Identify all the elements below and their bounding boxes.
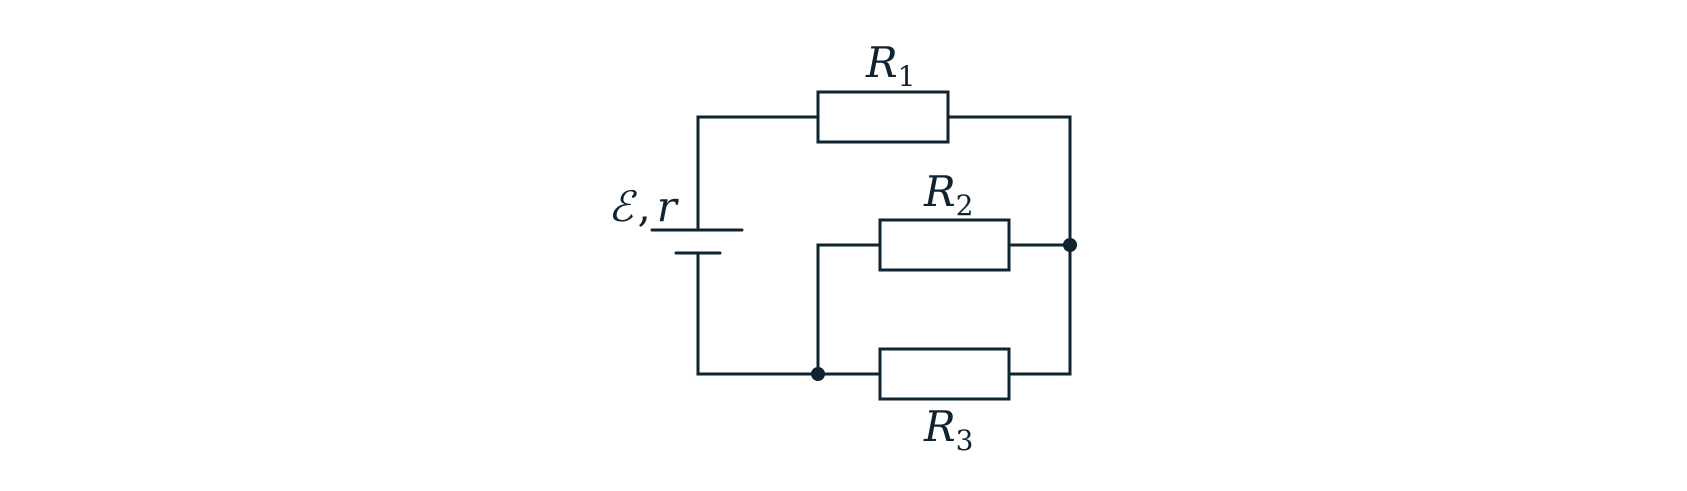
label-r2-subscript: 2 xyxy=(956,189,974,222)
label-r3-subscript: 3 xyxy=(956,424,974,457)
label-r1: R1 xyxy=(865,38,915,93)
wire-inner-left xyxy=(816,243,882,376)
label-r2-letter: R xyxy=(923,167,956,216)
label-r1-letter: R xyxy=(865,38,898,87)
label-r1-subscript: 1 xyxy=(898,60,916,93)
label-source: ℰ,r xyxy=(608,182,680,231)
resistor-r2 xyxy=(878,218,1011,272)
resistor-r1 xyxy=(816,90,950,144)
wires xyxy=(696,115,1072,376)
label-source-internal: r xyxy=(657,182,680,231)
battery xyxy=(650,228,744,255)
label-source-emf: ℰ xyxy=(608,182,638,231)
label-source-separator: , xyxy=(637,182,650,231)
junction-bottom xyxy=(811,367,825,381)
wire-top-right xyxy=(946,115,1072,376)
wire-bottom-left xyxy=(696,251,882,376)
junction-right xyxy=(1063,238,1077,252)
wire-top-left xyxy=(696,115,820,232)
label-r3: R3 xyxy=(923,402,973,457)
label-r2: R2 xyxy=(923,167,973,222)
resistor-r3 xyxy=(878,347,1011,401)
label-r3-letter: R xyxy=(923,402,956,451)
